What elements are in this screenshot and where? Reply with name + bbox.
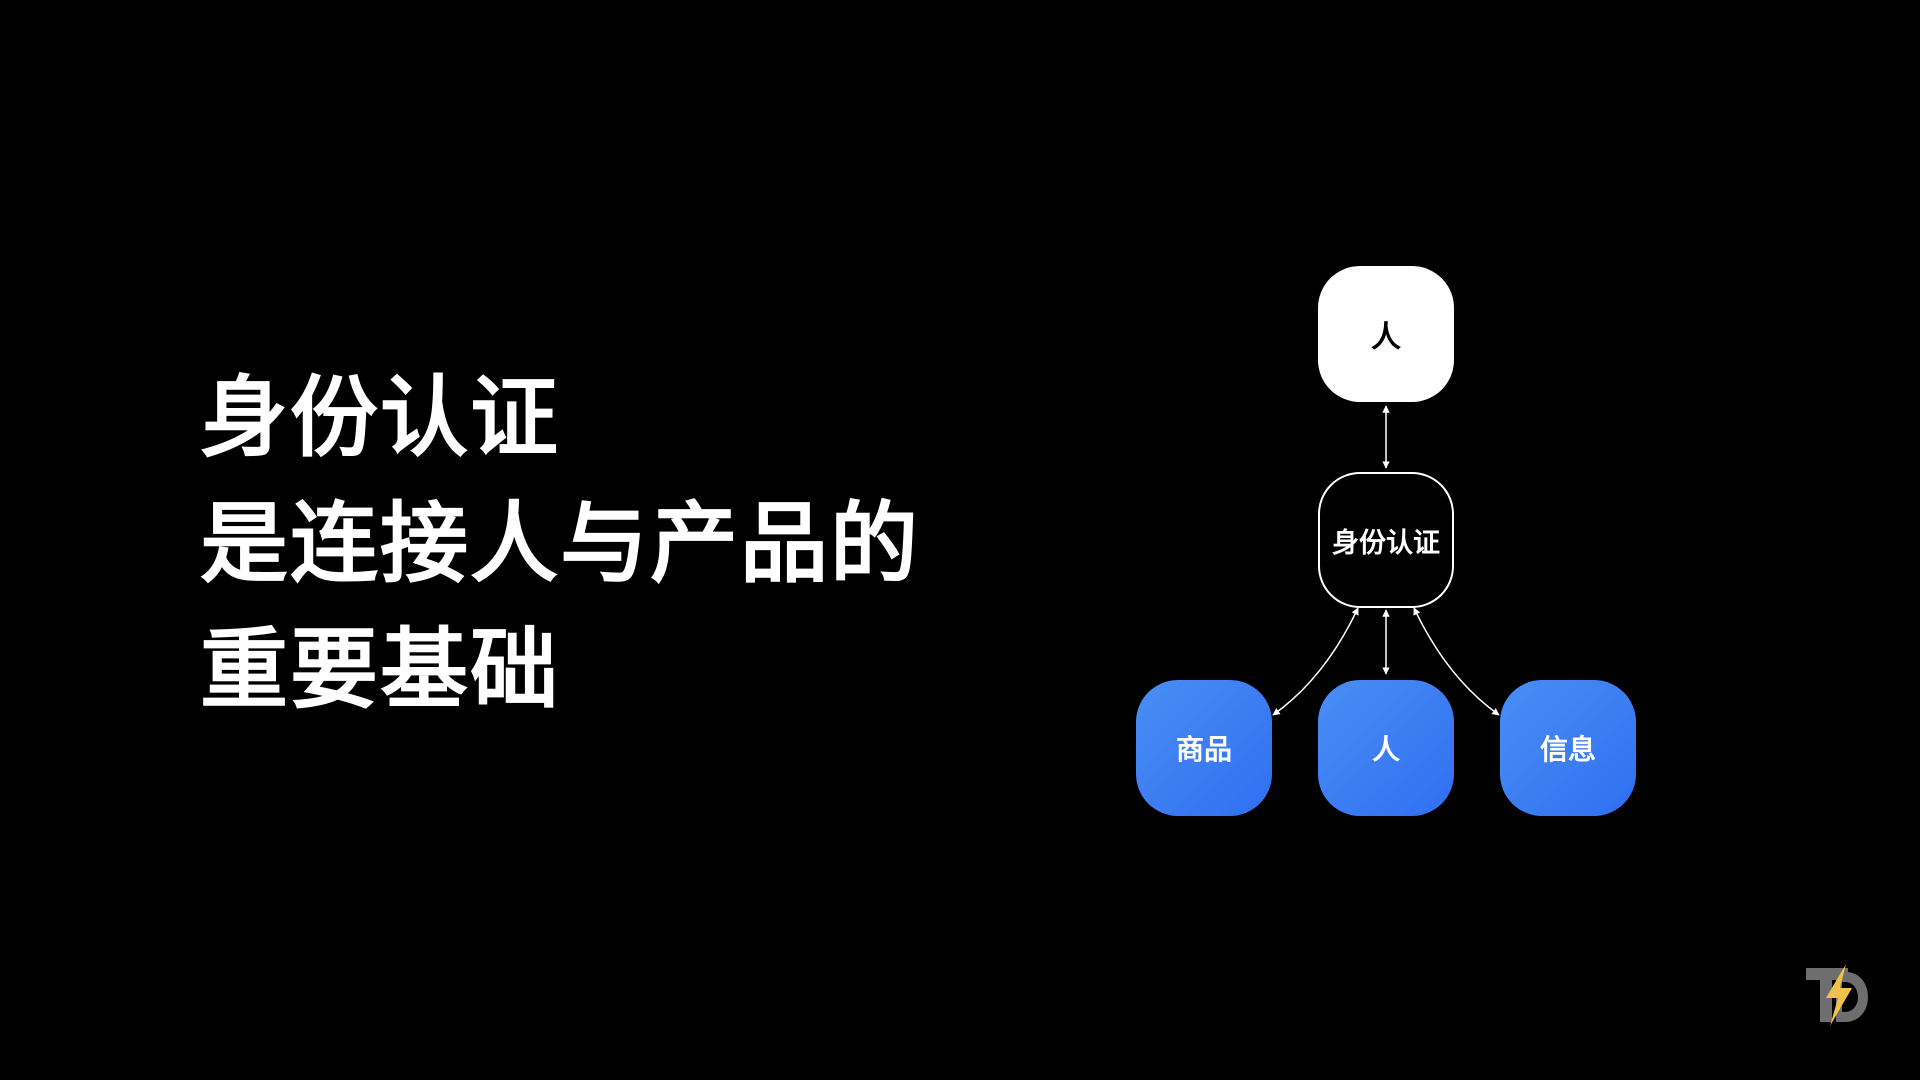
node-person-top: 人 xyxy=(1318,266,1454,402)
node-identity-auth: 身份认证 xyxy=(1318,472,1454,608)
node-product: 商品 xyxy=(1136,680,1272,816)
identity-diagram: 人 身份认证 商品 人 信息 xyxy=(1100,250,1660,840)
link-center-bottom-right xyxy=(1413,607,1500,716)
lightning-logo-icon xyxy=(1806,964,1868,1026)
node-person-bottom: 人 xyxy=(1318,680,1454,816)
node-information: 信息 xyxy=(1500,680,1636,816)
headline-line-3: 重要基础 xyxy=(200,618,561,721)
diagram-links xyxy=(1272,405,1500,716)
node-product-label: 商品 xyxy=(1175,733,1232,766)
node-person-bottom-label: 人 xyxy=(1371,733,1400,766)
node-person-top-label: 人 xyxy=(1371,320,1401,355)
headline: 身份认证 是连接人与产品的 重要基础 xyxy=(200,355,920,733)
link-center-bottom-left xyxy=(1272,607,1359,716)
node-information-label: 信息 xyxy=(1539,733,1596,766)
headline-line-2: 是连接人与产品的 xyxy=(200,492,921,595)
node-identity-auth-label: 身份认证 xyxy=(1332,527,1440,559)
headline-line-1: 身份认证 xyxy=(200,366,561,469)
